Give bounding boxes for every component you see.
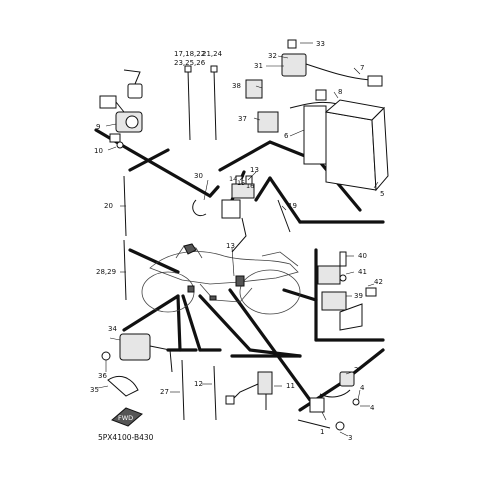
callout-23: 23,25,26 <box>174 59 206 67</box>
callout-21: 21,24 <box>202 50 223 58</box>
callout-36: 36 <box>98 372 107 380</box>
callout-6: 6 <box>284 132 289 140</box>
callout-15: 15 <box>237 179 245 187</box>
callout-32: 32 <box>268 52 277 60</box>
callout-19: 19 <box>288 202 297 210</box>
callout-27: 27 <box>160 388 169 396</box>
callout-8: 8 <box>338 88 342 96</box>
callout-38: 38 <box>232 82 241 90</box>
callout-5: 5 <box>380 190 384 198</box>
callout-10: 10 <box>94 147 103 155</box>
callout-40: 40 <box>358 252 367 260</box>
fuse-box <box>192 175 255 253</box>
handlebar-switch <box>297 371 360 431</box>
callout-30: 30 <box>194 172 203 180</box>
callout-35: 35 <box>90 386 99 394</box>
callout-42: 42 <box>374 278 383 286</box>
callout-31: 31 <box>254 62 263 70</box>
leader-lines <box>97 42 379 437</box>
callout-2: 2 <box>354 366 358 374</box>
callout-labels: 33 32 31 7 8 38 37 6 5 9 10 17,18,22 23,… <box>90 40 384 442</box>
ignition-coil <box>225 371 273 410</box>
callout-13-top: 13 <box>250 166 259 174</box>
callout-13-mid: 13 <box>226 242 235 250</box>
cable-ties <box>123 65 291 421</box>
callout-1: 1 <box>320 428 324 436</box>
starter-relay-group <box>245 39 383 133</box>
main-switch <box>99 69 143 149</box>
cdi-unit <box>101 333 173 397</box>
callout-4: 4 <box>370 404 375 412</box>
callout-33: 33 <box>316 40 325 48</box>
callout-28: 28,29 <box>96 268 116 276</box>
drawing-code: 5PX4100-B430 <box>98 433 154 442</box>
callout-14: 14 <box>229 175 237 183</box>
callout-17: 17,18,22 <box>174 50 205 58</box>
fwd-label: FWD <box>118 414 133 422</box>
callout-39: 39 <box>354 292 363 300</box>
callout-9: 9 <box>96 123 100 131</box>
callout-34: 34 <box>108 325 117 333</box>
rectifier-regulator <box>317 251 377 331</box>
callout-4-top: 4 <box>360 384 365 392</box>
callout-41: 41 <box>358 268 367 276</box>
callout-3: 3 <box>348 434 352 442</box>
callout-12: 12 <box>194 380 203 388</box>
callout-7: 7 <box>360 64 364 72</box>
fwd-arrow-icon: FWD <box>111 407 143 427</box>
battery <box>303 99 389 192</box>
callout-16: 16 <box>246 182 254 190</box>
callout-11: 11 <box>286 382 295 390</box>
callout-37: 37 <box>238 115 247 123</box>
motorcycle-outline <box>141 243 301 315</box>
callout-20: 20 <box>104 202 113 210</box>
